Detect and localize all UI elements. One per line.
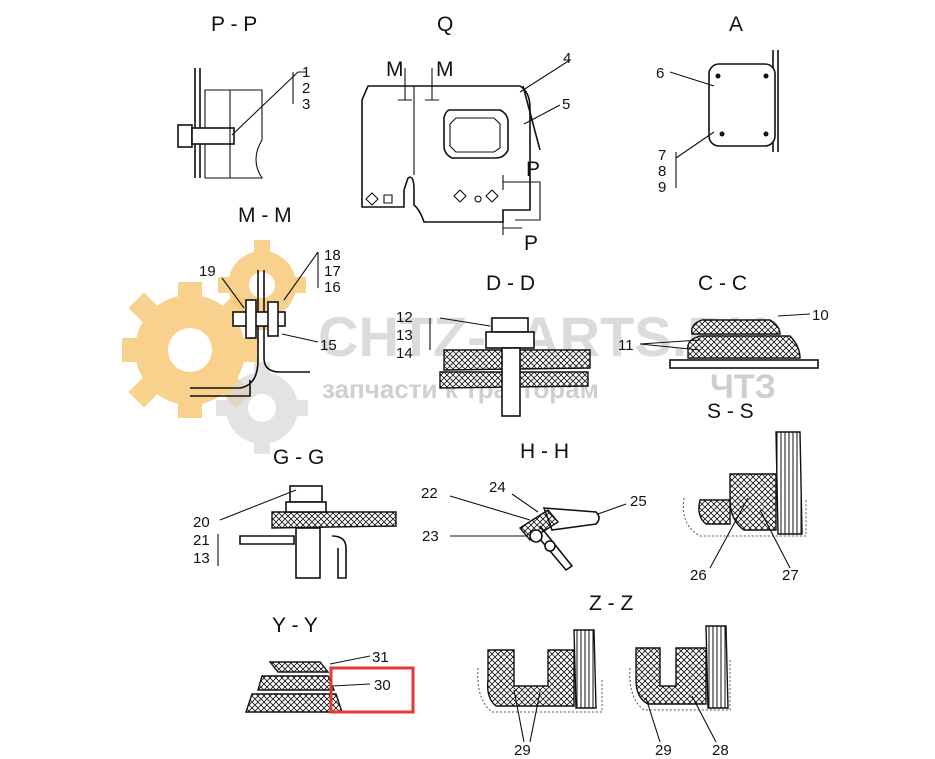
watermark: CHTZ-PARTS.RU запчасти к тракторам ЧТЗ	[122, 240, 776, 454]
section-ss: S - S 26 27	[682, 400, 807, 584]
callout-21: 21	[193, 532, 210, 549]
callout-24: 24	[489, 479, 506, 496]
callout-4: 4	[563, 50, 571, 67]
section-title-a: A	[729, 13, 743, 36]
section-title-pp: P - P	[211, 13, 257, 36]
section-mm: M - M 19 18 17 16 15	[190, 204, 341, 397]
callout-15: 15	[320, 337, 337, 354]
section-title-ss: S - S	[707, 400, 754, 423]
cut-mark-m-left: M	[386, 58, 404, 81]
callout-25: 25	[630, 493, 647, 510]
section-hh: H - H 22 24 23 25	[421, 440, 647, 572]
section-title-q: Q	[437, 13, 453, 36]
cut-mark-p-top: P	[526, 158, 540, 181]
cut-mark-m-right: M	[436, 58, 454, 81]
section-cc: C - C 10 11	[618, 272, 829, 369]
callout-26: 26	[690, 567, 707, 584]
callout-16: 16	[324, 279, 341, 296]
callout-11: 11	[618, 337, 634, 354]
callout-13-dd: 13	[396, 327, 413, 344]
callout-23: 23	[422, 528, 439, 545]
callout-1: 1	[302, 64, 310, 81]
section-title-yy: Y - Y	[272, 614, 318, 637]
callout-20: 20	[193, 514, 210, 531]
section-title-cc: C - C	[698, 272, 747, 295]
callout-27: 27	[782, 567, 799, 584]
callout-2: 2	[302, 80, 310, 97]
callout-3: 3	[302, 96, 310, 113]
highlight-box-30	[329, 666, 415, 714]
callout-29-right: 29	[655, 742, 672, 759]
callout-30: 30	[374, 677, 391, 694]
callout-10: 10	[812, 307, 829, 324]
watermark-tagline-mark: ЧТЗ	[710, 368, 776, 406]
callout-7: 7	[658, 147, 666, 164]
section-title-hh: H - H	[520, 440, 569, 463]
callout-17: 17	[324, 263, 341, 280]
callout-5: 5	[562, 96, 570, 113]
section-q: Q M M P P 4 5	[361, 13, 571, 255]
section-yy: Y - Y 31 30	[245, 614, 415, 714]
section-gg: G - G 20 21 13	[193, 446, 397, 579]
callout-22: 22	[421, 485, 438, 502]
callout-28: 28	[712, 742, 729, 759]
callout-9: 9	[658, 179, 666, 196]
section-dd: D - D 12 13 14	[396, 272, 591, 417]
callout-6: 6	[656, 65, 664, 82]
callout-13-gg: 13	[193, 550, 210, 567]
callout-18: 18	[324, 247, 341, 264]
callout-14: 14	[396, 345, 413, 362]
cut-mark-p-bottom: P	[524, 232, 538, 255]
section-title-gg: G - G	[273, 446, 324, 469]
section-title-zz: Z - Z	[589, 592, 633, 615]
callout-29-left: 29	[514, 742, 531, 759]
section-zz: Z - Z 29 29 28	[477, 592, 731, 759]
callout-8: 8	[658, 163, 666, 180]
section-pp: P - P 1 2 3	[177, 13, 310, 179]
callout-31: 31	[372, 649, 389, 666]
section-a: A 6 7 8 9	[656, 13, 779, 196]
section-title-mm: M - M	[238, 204, 292, 227]
section-title-dd: D - D	[486, 272, 535, 295]
callout-19: 19	[199, 263, 216, 280]
callout-12: 12	[396, 309, 413, 326]
